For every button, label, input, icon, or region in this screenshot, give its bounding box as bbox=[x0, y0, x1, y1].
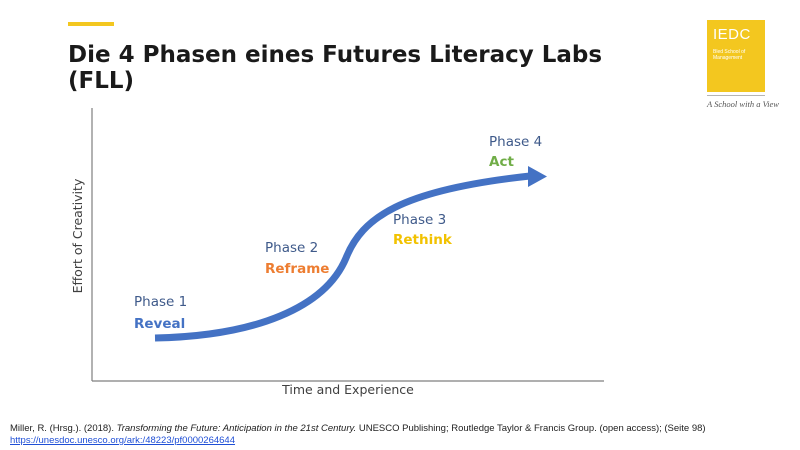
x-axis-label: Time and Experience bbox=[281, 382, 414, 397]
phase-1-number: Phase 1 bbox=[134, 294, 187, 310]
phase-2-name: Reframe bbox=[265, 261, 329, 277]
citation: Miller, R. (Hrsg.). (2018). Transforming… bbox=[10, 423, 770, 447]
phase-diagram: Effort of Creativity Time and Experience… bbox=[70, 108, 604, 397]
citation-authors: Miller, R. (Hrsg.). (2018). bbox=[10, 423, 114, 434]
phase-1-name: Reveal bbox=[134, 316, 185, 332]
y-axis-label: Effort of Creativity bbox=[70, 178, 85, 293]
logo-subtitle: Bled School of Management bbox=[713, 49, 746, 61]
curve-arrowhead bbox=[528, 166, 547, 187]
citation-link[interactable]: https://unesdoc.unesco.org/ark:/48223/pf… bbox=[10, 435, 236, 446]
logo-tagline: A School with a View bbox=[707, 99, 779, 109]
phase-4-number: Phase 4 bbox=[489, 134, 542, 150]
citation-publisher: UNESCO Publishing; Routledge Taylor & Fr… bbox=[358, 423, 706, 434]
slide-title: Die 4 Phasen eines Futures Literacy Labs… bbox=[68, 42, 603, 94]
iedc-logo: IEDC Bled School of Management bbox=[707, 20, 765, 92]
phase-2-number: Phase 2 bbox=[265, 240, 318, 256]
logo-divider bbox=[707, 95, 765, 96]
phase-4-name: Act bbox=[489, 154, 514, 170]
logo-name: IEDC bbox=[713, 26, 751, 43]
title-accent-bar bbox=[68, 22, 114, 26]
phase-3-name: Rethink bbox=[393, 232, 453, 248]
phase-3-number: Phase 3 bbox=[393, 212, 446, 228]
citation-book-title: Transforming the Future: Anticipation in… bbox=[116, 423, 357, 434]
growth-curve bbox=[154, 172, 531, 342]
